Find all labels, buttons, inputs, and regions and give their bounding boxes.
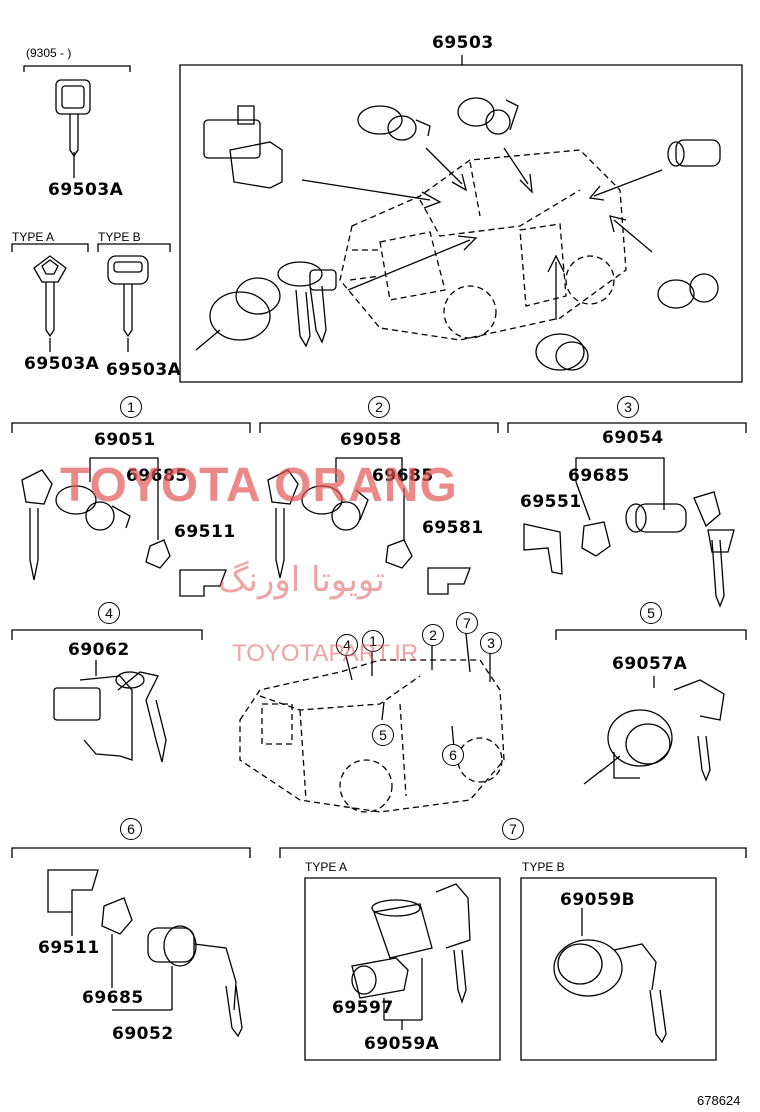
section1-number: 1 (120, 396, 142, 418)
section7-frame-and-parts (280, 848, 746, 1060)
section7-cylinder-set-b-label: 69059B (560, 890, 636, 910)
section5-number: 5 (640, 602, 662, 624)
section2-retainer-label: 69581 (422, 518, 484, 538)
section4-frame-and-part (12, 630, 202, 762)
section3-number: 3 (617, 396, 639, 418)
key-type-b-label: 69503A (106, 360, 182, 380)
key-top-label: 69503A (48, 180, 124, 200)
main-assembly-label: 69503 (432, 33, 494, 53)
key-ring-icon (278, 262, 336, 346)
vehicle-center-illustration (240, 660, 504, 812)
vehicle-callout-4: 4 (336, 634, 358, 656)
section3-pad-label: 69685 (568, 466, 630, 486)
section5-cylinder-set-label: 69057A (612, 654, 688, 674)
watermark-line1: TOYOTA ORANG (60, 459, 458, 512)
top-frames (12, 55, 742, 382)
vehicle-callout-leaders (346, 634, 490, 748)
section6-pad-label: 69685 (82, 988, 144, 1008)
section7-number: 7 (502, 818, 524, 840)
section-frames-row1 (12, 423, 746, 540)
section6-number: 6 (120, 818, 142, 840)
section3-retainer-label: 69551 (520, 492, 582, 512)
section6-cylinder-set-label: 69052 (112, 1024, 174, 1044)
vehicle-callout-2: 2 (422, 624, 444, 646)
section7-type-a-label: TYPE A (305, 860, 348, 874)
key-type-b-icon (108, 256, 148, 336)
section6-frame-and-parts (12, 848, 250, 1036)
type-b-label: TYPE B (98, 230, 141, 244)
section3-cylinder-set-label: 69054 (602, 428, 664, 448)
watermark-line2: تویوتا اورنگ (218, 560, 385, 600)
section1-retainer-label: 69511 (174, 522, 236, 542)
section7-cylinder-label: 69597 (332, 998, 394, 1018)
section4-number: 4 (98, 602, 120, 624)
section4-cylinder-set-label: 69062 (68, 640, 130, 660)
section5-frame-and-part (556, 630, 746, 784)
key-icon (56, 80, 90, 156)
section3-lock-parts (524, 492, 734, 606)
key-type-a-icon (34, 256, 66, 336)
key-type-a-label: 69503A (24, 354, 100, 374)
vehicle-callout-6: 6 (442, 744, 464, 766)
drawing-code: 678624 (697, 1093, 741, 1108)
date-range-label: (9305 - ) (26, 46, 72, 60)
vehicle-arrows (302, 148, 662, 320)
section1-cylinder-set-label: 69051 (94, 430, 156, 450)
vehicle-callout-5: 5 (372, 724, 394, 746)
section2-lock-parts (268, 470, 470, 594)
lock-cylinder-icon (196, 98, 720, 370)
section2-pad-label: 69685 (372, 466, 434, 486)
watermark-line3: TOYOTAPART.IR (232, 640, 419, 667)
vehicle-callout-3: 3 (480, 632, 502, 654)
vehicle-main-illustration (340, 150, 626, 340)
section7-cylinder-set-a-label: 69059A (364, 1034, 440, 1054)
section1-lock-parts (22, 470, 226, 596)
section1-pad-label: 69685 (126, 466, 188, 486)
type-a-label: TYPE A (12, 230, 55, 244)
section6-retainer-label: 69511 (38, 938, 100, 958)
vehicle-callout-1: 1 (362, 630, 384, 652)
vehicle-callout-7: 7 (456, 612, 478, 634)
section7-type-b-label: TYPE B (522, 860, 565, 874)
section2-cylinder-set-label: 69058 (340, 430, 402, 450)
section2-number: 2 (368, 396, 390, 418)
